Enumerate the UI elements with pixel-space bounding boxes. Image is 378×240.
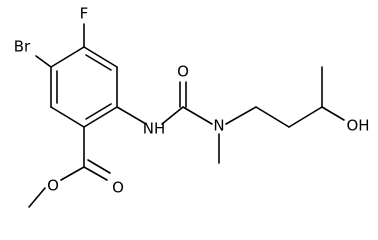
atom-br: Br (14, 38, 31, 56)
ring-double-bond-c3-c4 (85, 103, 112, 120)
atom-o-ester: O (47, 177, 59, 195)
atom-o-ester-carbonyl: O (112, 179, 124, 197)
ring-bond-c6-c1 (50, 46, 85, 68)
substituent-bonds (28, 23, 345, 208)
atom-f: F (80, 5, 89, 23)
bond-choh-oh (321, 106, 345, 121)
atom-o-urea-carbonyl: O (177, 63, 189, 81)
atom-labels: F Br O NH N O O OH (14, 5, 370, 197)
bond-ester-c-o-double (83, 166, 108, 181)
molecule-diagram: F Br O NH N O O OH (14, 5, 370, 208)
atom-nh: NH (143, 120, 166, 138)
bond-ester-o-methyl (28, 187, 46, 208)
bond-ester-c-o-single (60, 166, 85, 181)
benzene-ring (50, 46, 118, 128)
bond-c6-br (35, 55, 52, 68)
bond-nh-c-urea (161, 106, 184, 125)
atom-oh: OH (346, 117, 369, 135)
atom-n: N (213, 117, 224, 135)
ring-bond-c3-c4 (83, 106, 118, 128)
ring-bond-c4-c5 (50, 106, 85, 128)
bond-ester-c-o-double-2 (87, 159, 111, 174)
bond-ch2-ch2 (255, 106, 290, 128)
structure-canvas: F Br O NH N O O OH (14, 5, 370, 208)
bond-c3-nh (116, 106, 147, 125)
ring-double-bond-c1-c2 (85, 54, 112, 71)
bond-c-urea-n (182, 106, 213, 125)
ring-bond-c1-c2 (83, 46, 118, 68)
bond-n-ch2 (225, 106, 257, 125)
bond-ch2-choh (288, 106, 323, 128)
